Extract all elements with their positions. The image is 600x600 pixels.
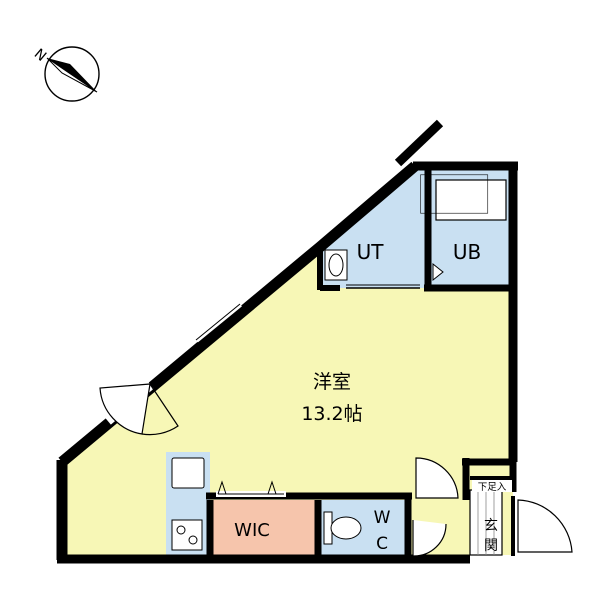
shoe-box-label: 下足入	[478, 482, 507, 493]
corridor-door	[415, 457, 459, 499]
wic-door	[216, 480, 286, 497]
burner-icon	[176, 525, 186, 535]
balcony-door	[99, 379, 179, 436]
stove	[171, 519, 203, 551]
wc-label-bottom: C	[376, 534, 388, 554]
north-arrow-outline	[46, 57, 98, 93]
bathtub	[435, 179, 507, 221]
wc-label-top: W	[374, 508, 391, 528]
wall-top-stub	[394, 119, 444, 167]
front-door	[517, 499, 573, 553]
kitchen-sink	[171, 457, 205, 489]
walk-in-closet-fill	[210, 500, 318, 555]
utility-label: UT	[357, 240, 385, 264]
western-room-label: 洋室	[313, 371, 351, 393]
entrance-label-top: 玄	[484, 517, 498, 534]
compass-north-label: N	[31, 46, 49, 65]
doors	[412, 457, 573, 557]
window	[194, 301, 242, 343]
toilet-fixture	[323, 511, 362, 545]
unit-bath-label: UB	[453, 240, 481, 264]
compass: N	[31, 46, 100, 102]
burner-icon	[188, 535, 198, 545]
western-room-size: 13.2帖	[301, 403, 362, 425]
walls	[56, 119, 518, 564]
ub-door-marker	[432, 262, 444, 282]
entrance-tile	[469, 489, 503, 556]
wic-label: WIC	[234, 520, 270, 541]
kitchen	[171, 457, 205, 551]
wash-basin	[324, 249, 348, 281]
entrance-label-bottom: 関	[484, 538, 498, 554]
wc-door	[412, 520, 447, 557]
